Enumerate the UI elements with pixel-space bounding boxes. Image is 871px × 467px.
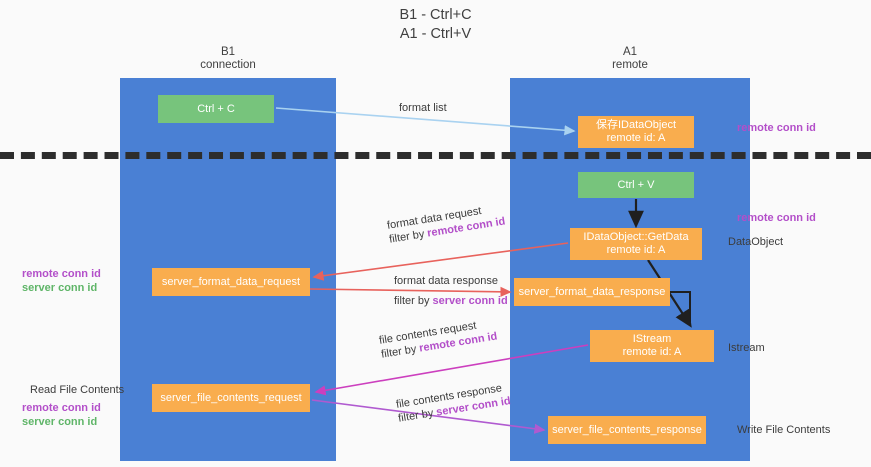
legend-middle: remote conn id server conn id [22,267,101,295]
column-header-a1: A1 remote [510,46,750,72]
edge-label-file-contents-response: file contents response filter by server … [395,380,512,425]
annotation-data-object: DataObject [728,236,784,248]
column-a1-name: A1 [622,46,638,58]
node-getdata-line1: IDataObject::GetData [583,231,689,243]
title-line-1: B1 - Ctrl+C [399,7,472,23]
node-istream-text: IStream remote id: A [623,333,682,359]
node-ctrl-v[interactable]: Ctrl + V [578,172,694,198]
edge-label-format-list: format list [399,102,447,114]
legend-middle-server: server conn id [22,282,98,294]
node-server-file-contents-response[interactable]: server_file_contents_response [548,416,706,444]
node-istream-line1: IStream [632,333,672,345]
annotation-read-file-contents: Read File Contents [30,384,125,396]
annotation-remote-conn-id-mid: remote conn id [737,212,816,224]
node-getdata-text: IDataObject::GetData remote id: A [583,231,688,257]
legend-bottom: remote conn id server conn id [22,401,101,429]
edge-label-format-data-request: format data request filter by remote con… [386,201,506,247]
node-getdata-line2: remote id: A [606,244,666,256]
edge-label-format-data-response-line1: format data response [394,275,498,287]
legend-bottom-server: server conn id [22,416,98,428]
title-line-2: A1 - Ctrl+V [399,26,472,42]
node-data-object-line1: 保存IDataObject [595,119,677,131]
node-getdata[interactable]: IDataObject::GetData remote id: A [570,228,702,260]
node-server-format-data-request-label: server_format_data_request [161,275,301,288]
node-ctrl-c-label: Ctrl + C [197,102,235,115]
filter-key: server conn id [432,295,508,307]
node-server-file-contents-request[interactable]: server_file_contents_request [152,384,310,412]
column-a1-role: remote [612,59,648,71]
node-data-object-line2: remote id: A [606,132,666,144]
node-server-file-contents-response-label: server_file_contents_response [552,423,702,436]
edge-label-format-data-response-line2: filter by server conn id [394,294,508,308]
phase-divider [0,152,871,159]
annotation-istream: Istream [728,342,765,354]
diagram-title: B1 - Ctrl+C A1 - Ctrl+V [0,6,871,44]
annotation-remote-conn-id-top: remote conn id [737,122,816,134]
legend-bottom-remote: remote conn id [22,402,101,414]
column-b1-name: B1 [220,46,236,58]
legend-middle-remote: remote conn id [22,268,101,280]
annotation-write-file-contents: Write File Contents [737,424,831,436]
column-header-b1: B1 connection [120,46,336,72]
node-data-object[interactable]: 保存IDataObject remote id: A [578,116,694,148]
node-server-format-data-request[interactable]: server_format_data_request [152,268,310,296]
node-istream[interactable]: IStream remote id: A [590,330,714,362]
column-b1-role: connection [200,59,256,71]
node-istream-line2: remote id: A [622,346,682,358]
node-data-object-text: 保存IDataObject remote id: A [596,119,676,145]
filter-prefix: filter by [394,295,433,307]
edge-label-file-contents-request: file contents request filter by remote c… [378,316,498,362]
node-server-format-data-response[interactable]: server_format_data_response [514,278,670,306]
node-ctrl-v-label: Ctrl + V [617,178,655,191]
edge-label-format-data-response: format data response filter by server co… [394,274,508,308]
node-server-file-contents-request-label: server_file_contents_request [160,391,302,404]
node-server-format-data-response-label: server_format_data_response [518,285,666,298]
node-ctrl-c[interactable]: Ctrl + C [158,95,274,123]
